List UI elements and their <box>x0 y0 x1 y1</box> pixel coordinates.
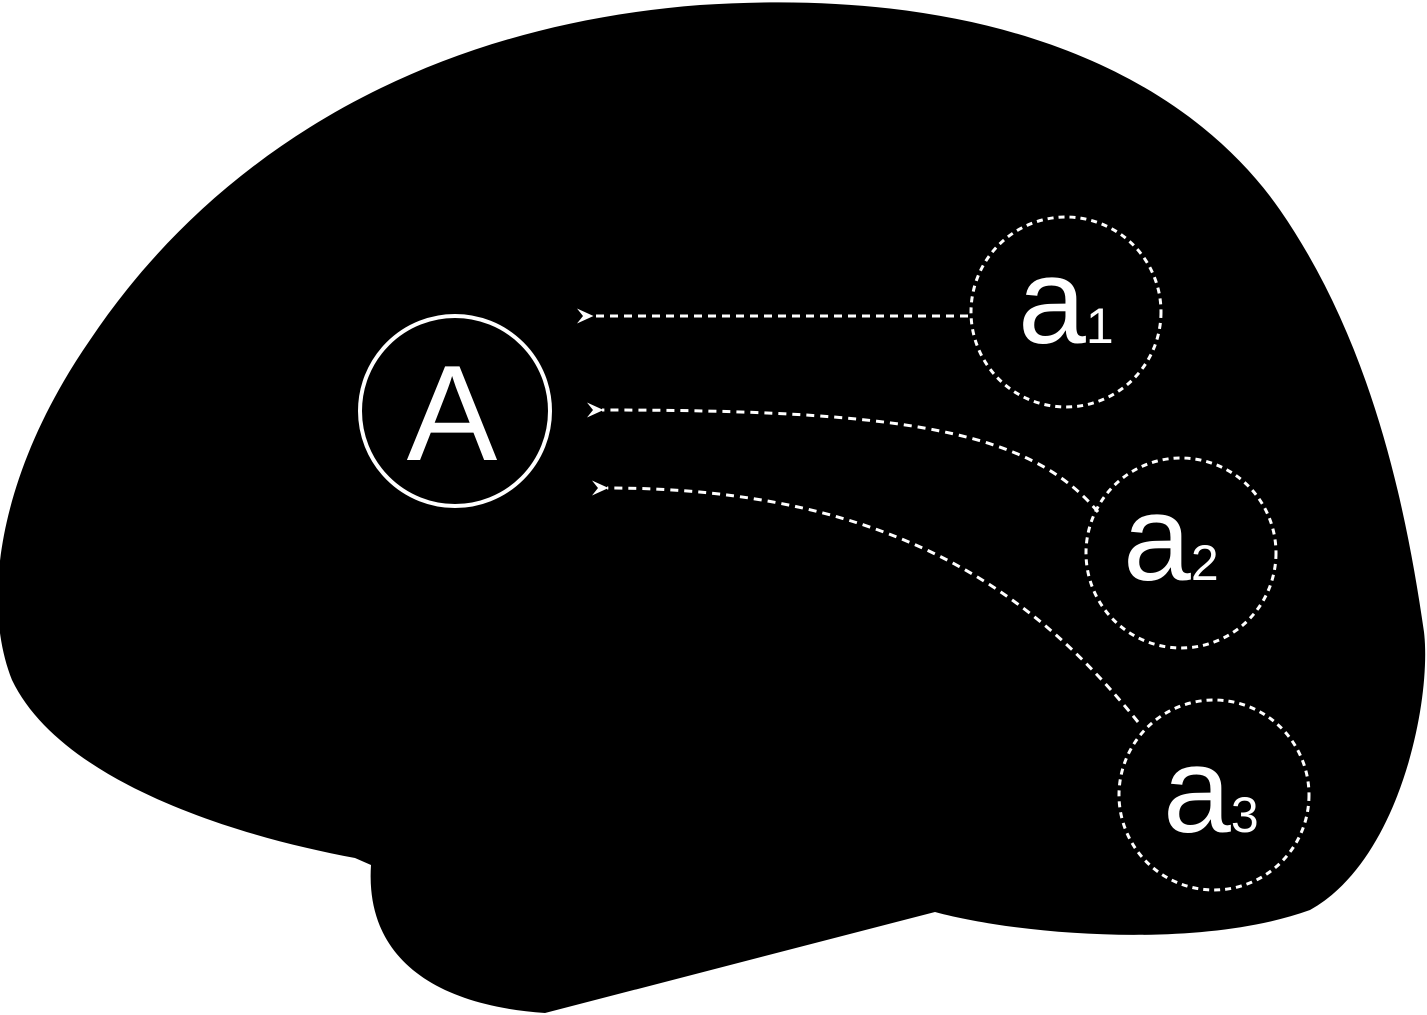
source-node-subscript: 1 <box>1086 298 1114 354</box>
source-node-a1: a1 <box>969 215 1163 409</box>
source-node-letter: a <box>1123 470 1191 606</box>
source-node-label: a2 <box>1123 470 1219 606</box>
source-node-a2: a2 <box>1084 456 1278 650</box>
source-node-circle <box>969 215 1163 409</box>
source-node-letter: a <box>1163 722 1231 858</box>
connection-arrow-a3 <box>591 480 1140 723</box>
source-node-subscript: 2 <box>1191 535 1219 591</box>
source-node-circle <box>1117 698 1311 892</box>
target-node-a: A <box>358 314 552 508</box>
target-node-circle <box>358 314 552 508</box>
source-node-a3: a3 <box>1117 698 1311 892</box>
source-node-label: a1 <box>1018 233 1114 369</box>
source-node-label: a3 <box>1163 722 1259 858</box>
source-node-subscript: 3 <box>1231 787 1259 843</box>
target-node-label: A <box>407 337 498 489</box>
source-node-letter: a <box>1018 233 1086 369</box>
source-node-circle <box>1084 456 1278 650</box>
connection-arrow-a2 <box>586 402 1100 513</box>
